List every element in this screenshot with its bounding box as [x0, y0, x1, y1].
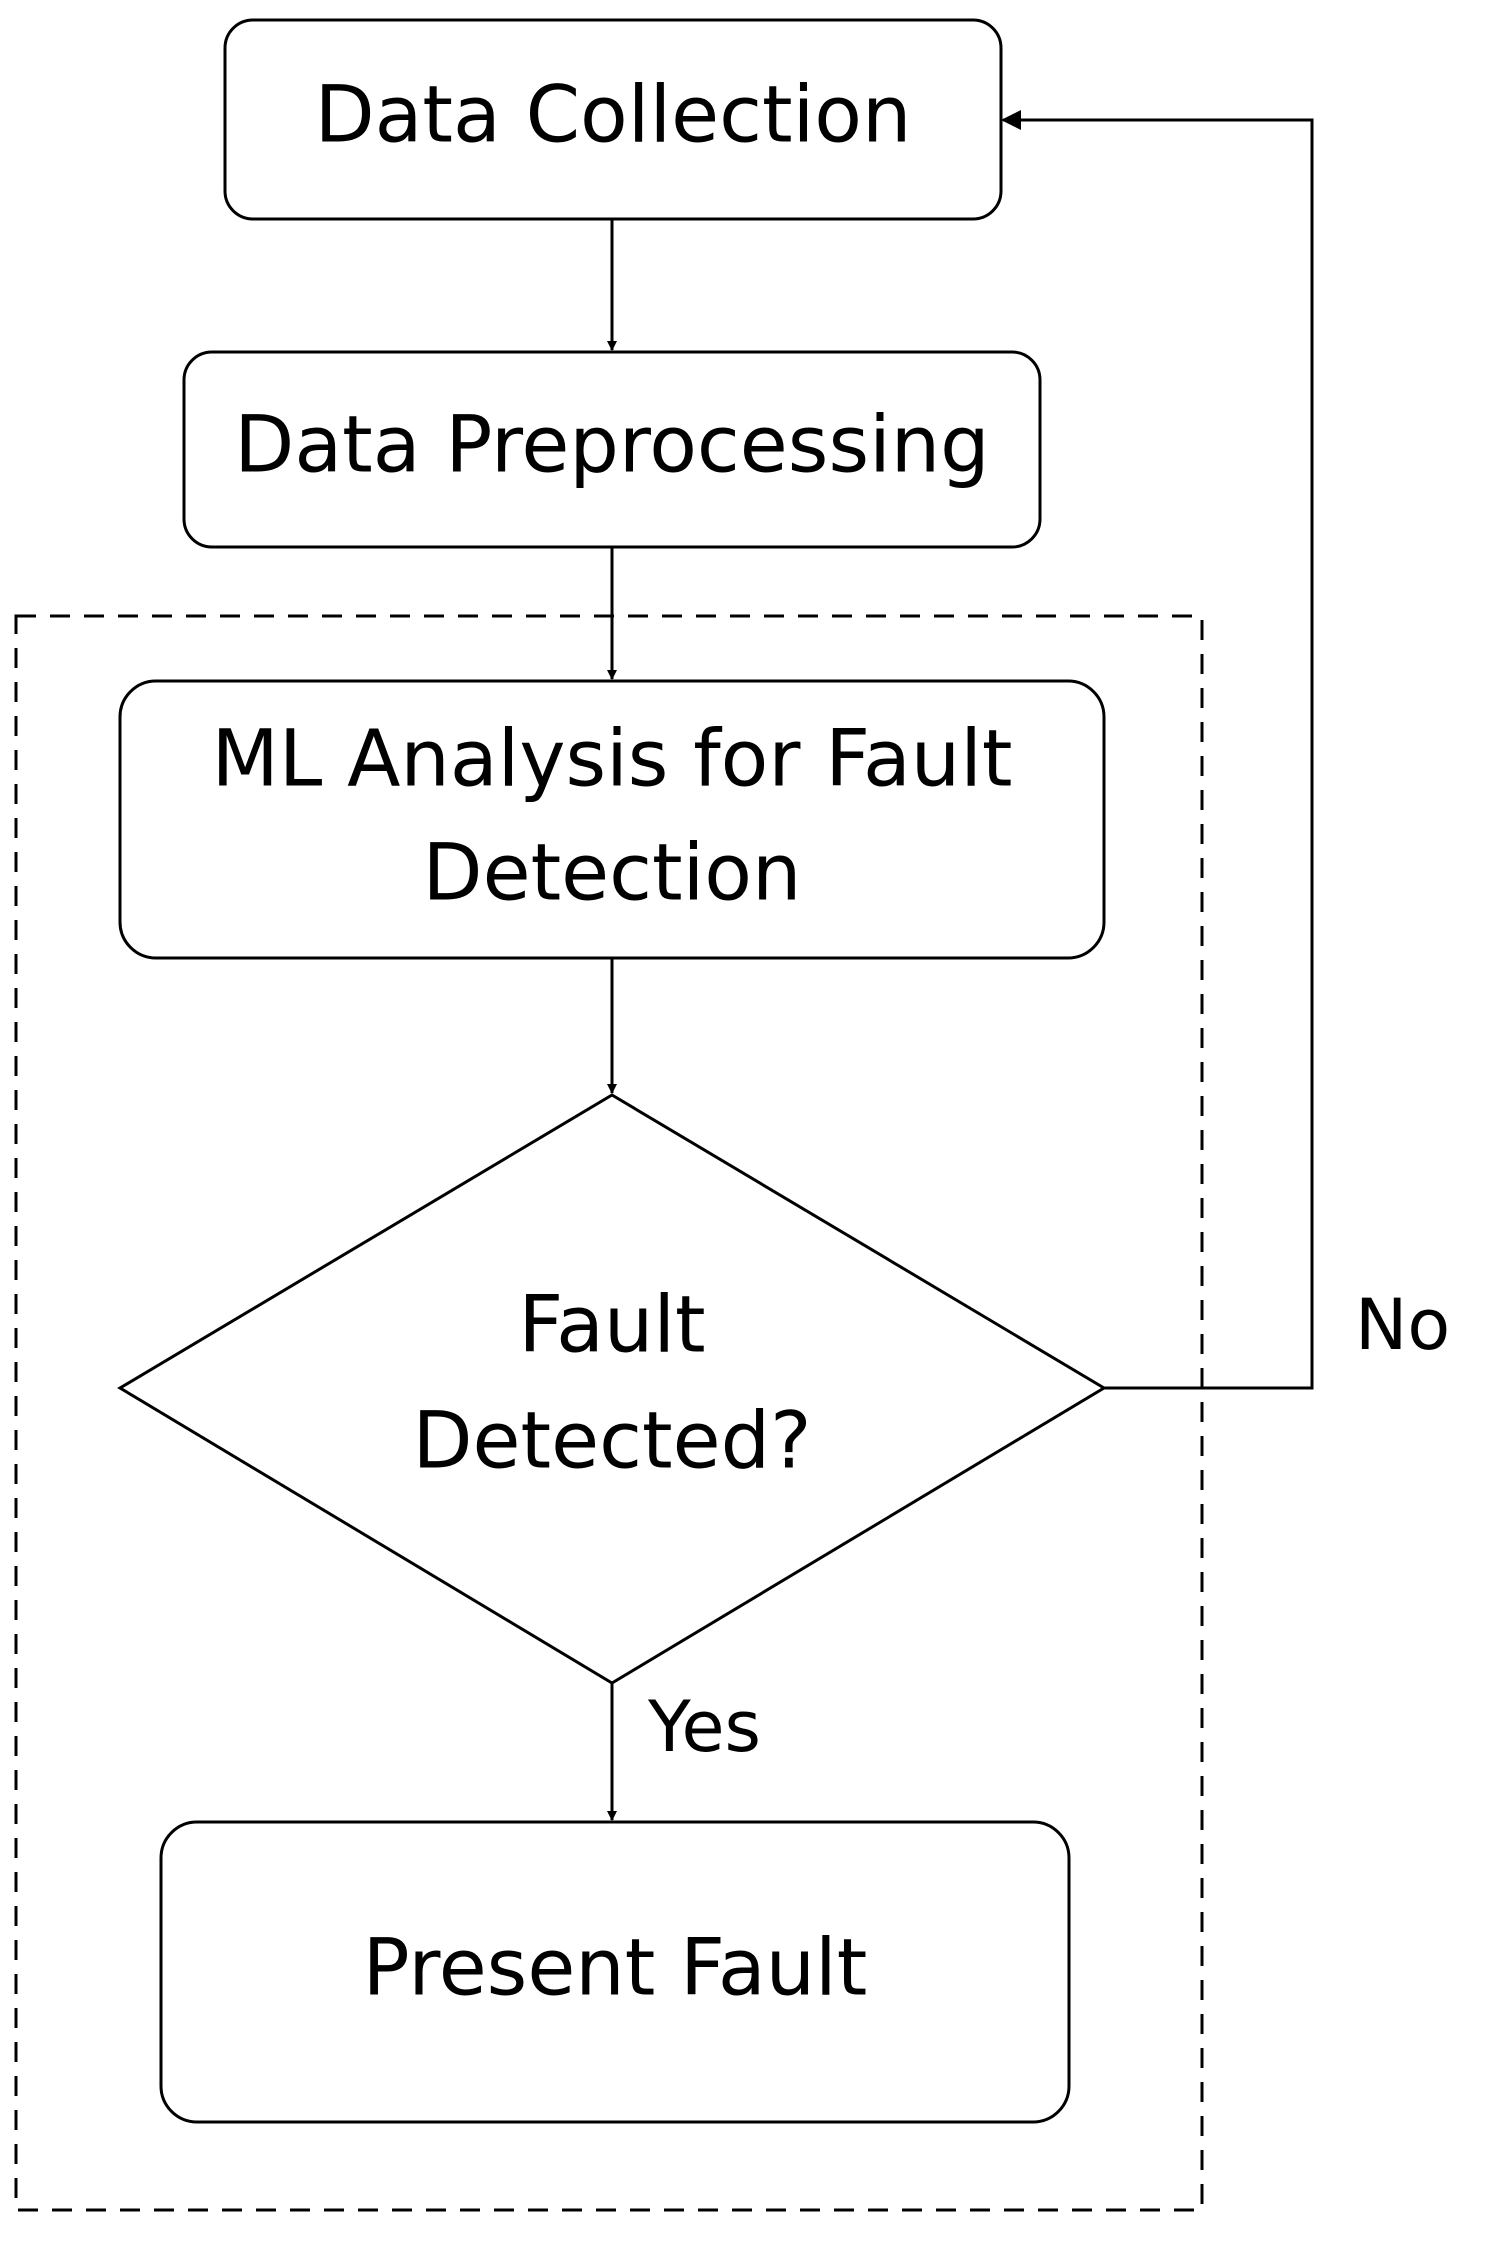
- edge-label-yes: Yes: [647, 1686, 761, 1768]
- node-ml-analysis: ML Analysis for Fault Detection: [118, 679, 1106, 960]
- node-ml-analysis-label-line2: Detection: [423, 828, 802, 918]
- node-data-collection-label: Data Collection: [315, 70, 912, 160]
- arrow-decision-no-loop-to-collection: [1001, 110, 1314, 1390]
- node-fault-detected-decision: Fault Detected?: [117, 1093, 1107, 1685]
- node-data-preprocessing-label: Data Preprocessing: [234, 400, 989, 490]
- node-present-fault-label: Present Fault: [363, 1923, 868, 2013]
- node-present-fault: Present Fault: [159, 1820, 1071, 2124]
- decision-label-line2: Detected?: [413, 1396, 812, 1486]
- edge-label-no: No: [1355, 1284, 1450, 1366]
- node-data-preprocessing: Data Preprocessing: [182, 350, 1042, 549]
- node-data-collection: Data Collection: [223, 18, 1003, 221]
- node-ml-analysis-label-line1: ML Analysis for Fault: [212, 714, 1013, 804]
- decision-label-line1: Fault: [518, 1280, 705, 1370]
- analysis-group-frame: [14, 614, 1204, 2212]
